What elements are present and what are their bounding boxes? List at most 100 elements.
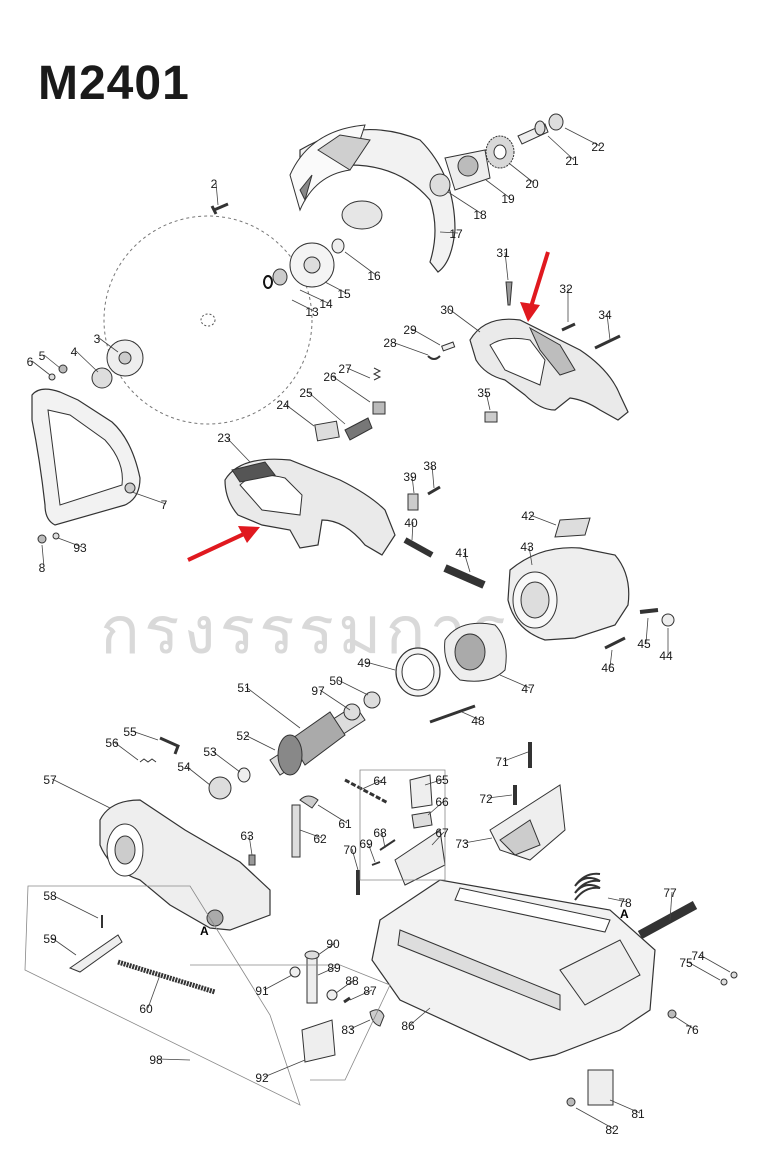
armature xyxy=(269,704,366,776)
bearing-22 xyxy=(548,113,564,131)
part-label-59: 59 xyxy=(43,932,57,946)
shaft-77 xyxy=(637,901,698,939)
clip-35 xyxy=(484,411,498,423)
plate-81 xyxy=(587,1069,614,1106)
washer-88 xyxy=(326,989,338,1001)
leader-line-39 xyxy=(411,475,415,494)
leader-line-71 xyxy=(503,751,529,762)
leader-line-90 xyxy=(317,942,336,956)
washer-53 xyxy=(237,767,251,783)
leader-line-53 xyxy=(211,750,241,773)
leader-line-41 xyxy=(463,551,471,573)
part-label-17: 17 xyxy=(449,227,463,241)
part-label-69: 69 xyxy=(359,837,373,851)
bearing-97 xyxy=(343,703,361,721)
leader-line-56 xyxy=(113,741,139,761)
leader-line-57 xyxy=(51,778,111,809)
part-label-46: 46 xyxy=(601,661,615,675)
leader-line-88 xyxy=(335,979,355,994)
leader-line-49 xyxy=(365,661,396,671)
washer-44 xyxy=(661,613,675,627)
brush-holder-39 xyxy=(407,493,419,511)
washer-91 xyxy=(289,966,301,978)
leader-line-93 xyxy=(57,537,83,548)
leader-line-5 xyxy=(43,354,61,369)
leader-line-55 xyxy=(131,730,159,741)
part-label-26: 26 xyxy=(323,370,337,384)
part-label-62: 62 xyxy=(313,832,327,846)
part-label-48: 48 xyxy=(471,714,485,728)
part-label-86: 86 xyxy=(401,1019,415,1033)
leader-line-64 xyxy=(359,779,383,791)
plate-92 xyxy=(301,1019,336,1063)
part-label-60: 60 xyxy=(139,1002,153,1016)
leader-line-73 xyxy=(463,837,493,844)
part-label-6: 6 xyxy=(27,355,34,369)
stopper-bracket xyxy=(559,939,641,1006)
leader-line-65 xyxy=(424,778,445,786)
leader-line-24 xyxy=(284,403,315,427)
pin-68 xyxy=(379,839,396,851)
cap-41 xyxy=(443,564,486,589)
leader-line-17 xyxy=(439,231,459,234)
leader-line-46 xyxy=(609,649,613,668)
leader-line-60 xyxy=(147,974,161,1009)
part-label-30: 30 xyxy=(440,303,454,317)
spring-60 xyxy=(117,959,216,995)
part-label-42: 42 xyxy=(521,509,535,523)
blade-hub xyxy=(200,313,216,327)
leader-line-89 xyxy=(317,966,337,976)
base xyxy=(371,879,656,1061)
leader-line-7 xyxy=(131,491,167,505)
leader-line-34 xyxy=(606,313,611,341)
field-coil xyxy=(444,622,507,682)
spindle-shaft xyxy=(517,120,549,145)
indicator-arrow-left xyxy=(187,526,260,562)
part-label-93: 93 xyxy=(73,541,87,555)
leader-line-16 xyxy=(344,251,377,276)
part-label-91: 91 xyxy=(255,984,269,998)
leader-line-43 xyxy=(528,545,533,566)
part-label-40: 40 xyxy=(404,516,418,530)
watermark: กรงรรรมการ xyxy=(100,592,510,669)
part-label-77: 77 xyxy=(663,886,677,900)
group-outline-98 xyxy=(24,885,301,1106)
part-label-61: 61 xyxy=(338,817,352,831)
washer-75 xyxy=(720,978,728,986)
leader-line-30 xyxy=(448,308,481,333)
part-label-56: 56 xyxy=(105,736,119,750)
leader-line-77 xyxy=(669,891,673,921)
part-label-25: 25 xyxy=(299,386,313,400)
part-label-58: 58 xyxy=(43,889,57,903)
screw-48 xyxy=(429,704,476,724)
reference-mark: A xyxy=(200,924,209,938)
washer-90 xyxy=(304,950,320,960)
bracket-65 xyxy=(409,774,433,809)
baffle-49 xyxy=(395,647,441,697)
leader-line-18 xyxy=(447,191,483,215)
part-label-78: 78 xyxy=(618,896,632,910)
spring-78 xyxy=(574,872,601,901)
leader-line-13 xyxy=(291,299,315,312)
leader-line-78 xyxy=(607,897,628,903)
screw-38 xyxy=(427,485,441,496)
clip-61 xyxy=(299,795,319,809)
part-label-74: 74 xyxy=(691,949,705,963)
part-label-32: 32 xyxy=(559,282,573,296)
leader-line-58 xyxy=(51,894,99,919)
leader-line-83 xyxy=(349,1019,371,1030)
part-label-55: 55 xyxy=(123,725,137,739)
part-label-89: 89 xyxy=(327,961,341,975)
screw-34 xyxy=(594,334,621,350)
group-outline-motor xyxy=(359,769,446,881)
part-label-47: 47 xyxy=(521,682,535,696)
part-label-27: 27 xyxy=(338,362,352,376)
leader-line-75 xyxy=(687,961,721,981)
screw-32 xyxy=(561,322,576,332)
part-label-68: 68 xyxy=(373,826,387,840)
part-label-23: 23 xyxy=(217,431,231,445)
part-label-28: 28 xyxy=(383,336,397,350)
leader-line-20 xyxy=(509,163,535,184)
pin-28 xyxy=(427,355,441,360)
part-label-83: 83 xyxy=(341,1023,355,1037)
